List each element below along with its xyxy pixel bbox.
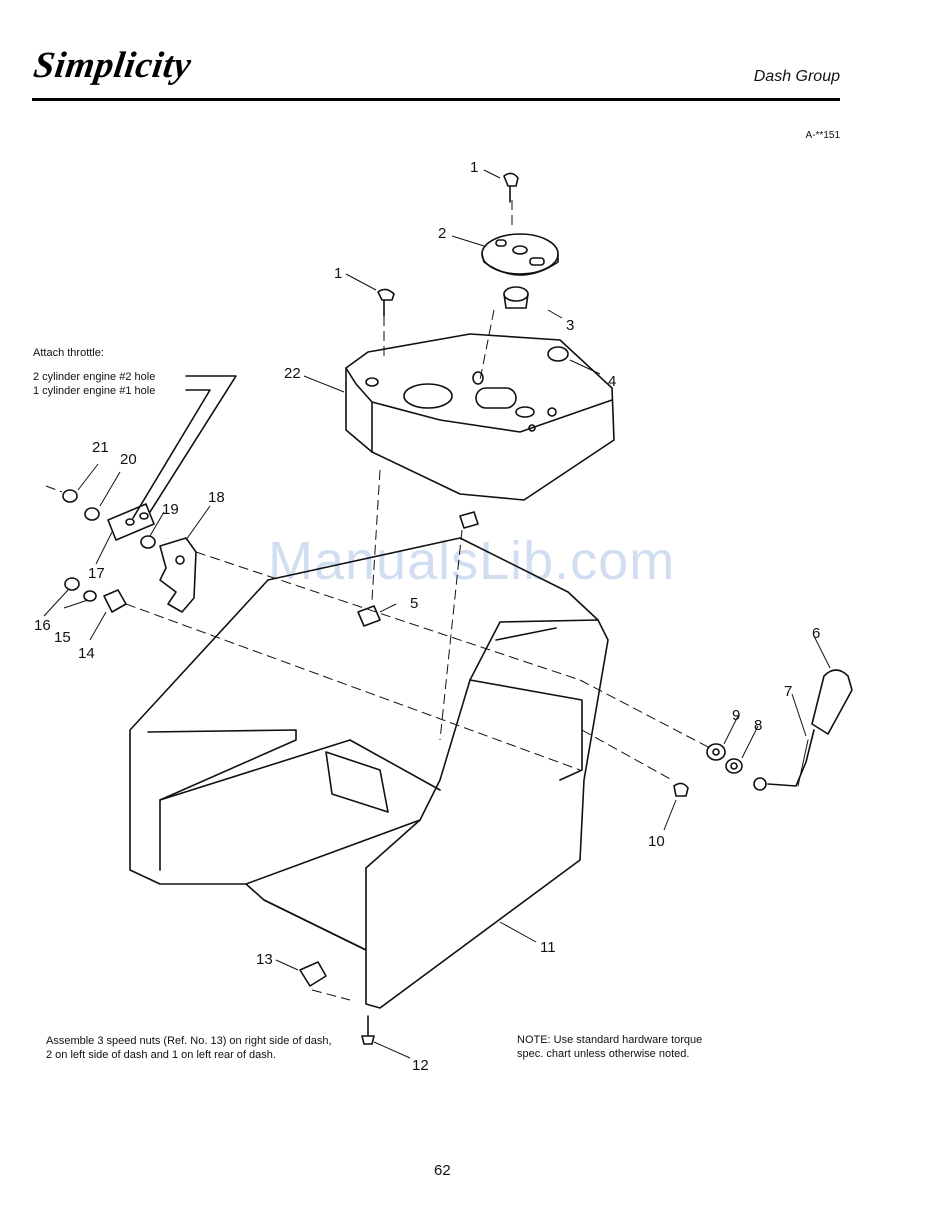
callout-13: 13 [256, 951, 273, 968]
reference-code: A-**151 [805, 130, 840, 141]
callout-18: 18 [208, 489, 225, 506]
callout-1-left: 1 [334, 265, 342, 282]
callout-6: 6 [812, 625, 820, 642]
header-rule [32, 98, 840, 101]
callout-14: 14 [78, 645, 95, 662]
throttle-line-2: 1 cylinder engine #1 hole [33, 385, 156, 397]
throttle-bracket [159, 537, 197, 613]
dash-cover [345, 333, 615, 501]
callout-5: 5 [410, 595, 418, 612]
callout-10: 10 [648, 833, 665, 850]
watermark: ManualsLib.com [268, 531, 676, 591]
callout-7: 7 [784, 683, 792, 700]
dash-housing [129, 579, 609, 1009]
callout-9: 9 [732, 707, 740, 724]
torque-note: NOTE: Use standard hardware torque spec.… [517, 1034, 703, 1060]
callout-labels: 1 1 2 3 4 5 6 7 8 9 10 11 12 13 14 15 16… [34, 159, 820, 1074]
callout-21: 21 [92, 439, 109, 456]
throttle-line-1: 2 cylinder engine #2 hole [33, 371, 156, 383]
section-title: Dash Group [753, 68, 840, 85]
throttle-title: Attach throttle: [33, 347, 104, 359]
callout-15: 15 [54, 629, 71, 646]
callout-19: 19 [162, 501, 179, 518]
callout-1-top: 1 [470, 159, 478, 176]
page-number: 62 [434, 1162, 451, 1179]
callout-17: 17 [88, 565, 105, 582]
crank-handle [811, 669, 853, 735]
callout-3: 3 [566, 317, 574, 334]
assembly-note: Assemble 3 speed nuts (Ref. No. 13) on r… [46, 1035, 332, 1061]
callout-22: 22 [284, 365, 301, 382]
callout-20: 20 [120, 451, 137, 468]
callout-8: 8 [754, 717, 762, 734]
callout-2: 2 [438, 225, 446, 242]
throttle-leader-2 [132, 389, 211, 519]
callout-11: 11 [540, 939, 556, 956]
throttle-leader-1 [149, 375, 237, 513]
callout-16: 16 [34, 617, 51, 634]
callout-12: 12 [412, 1057, 429, 1074]
callout-4: 4 [608, 373, 616, 390]
